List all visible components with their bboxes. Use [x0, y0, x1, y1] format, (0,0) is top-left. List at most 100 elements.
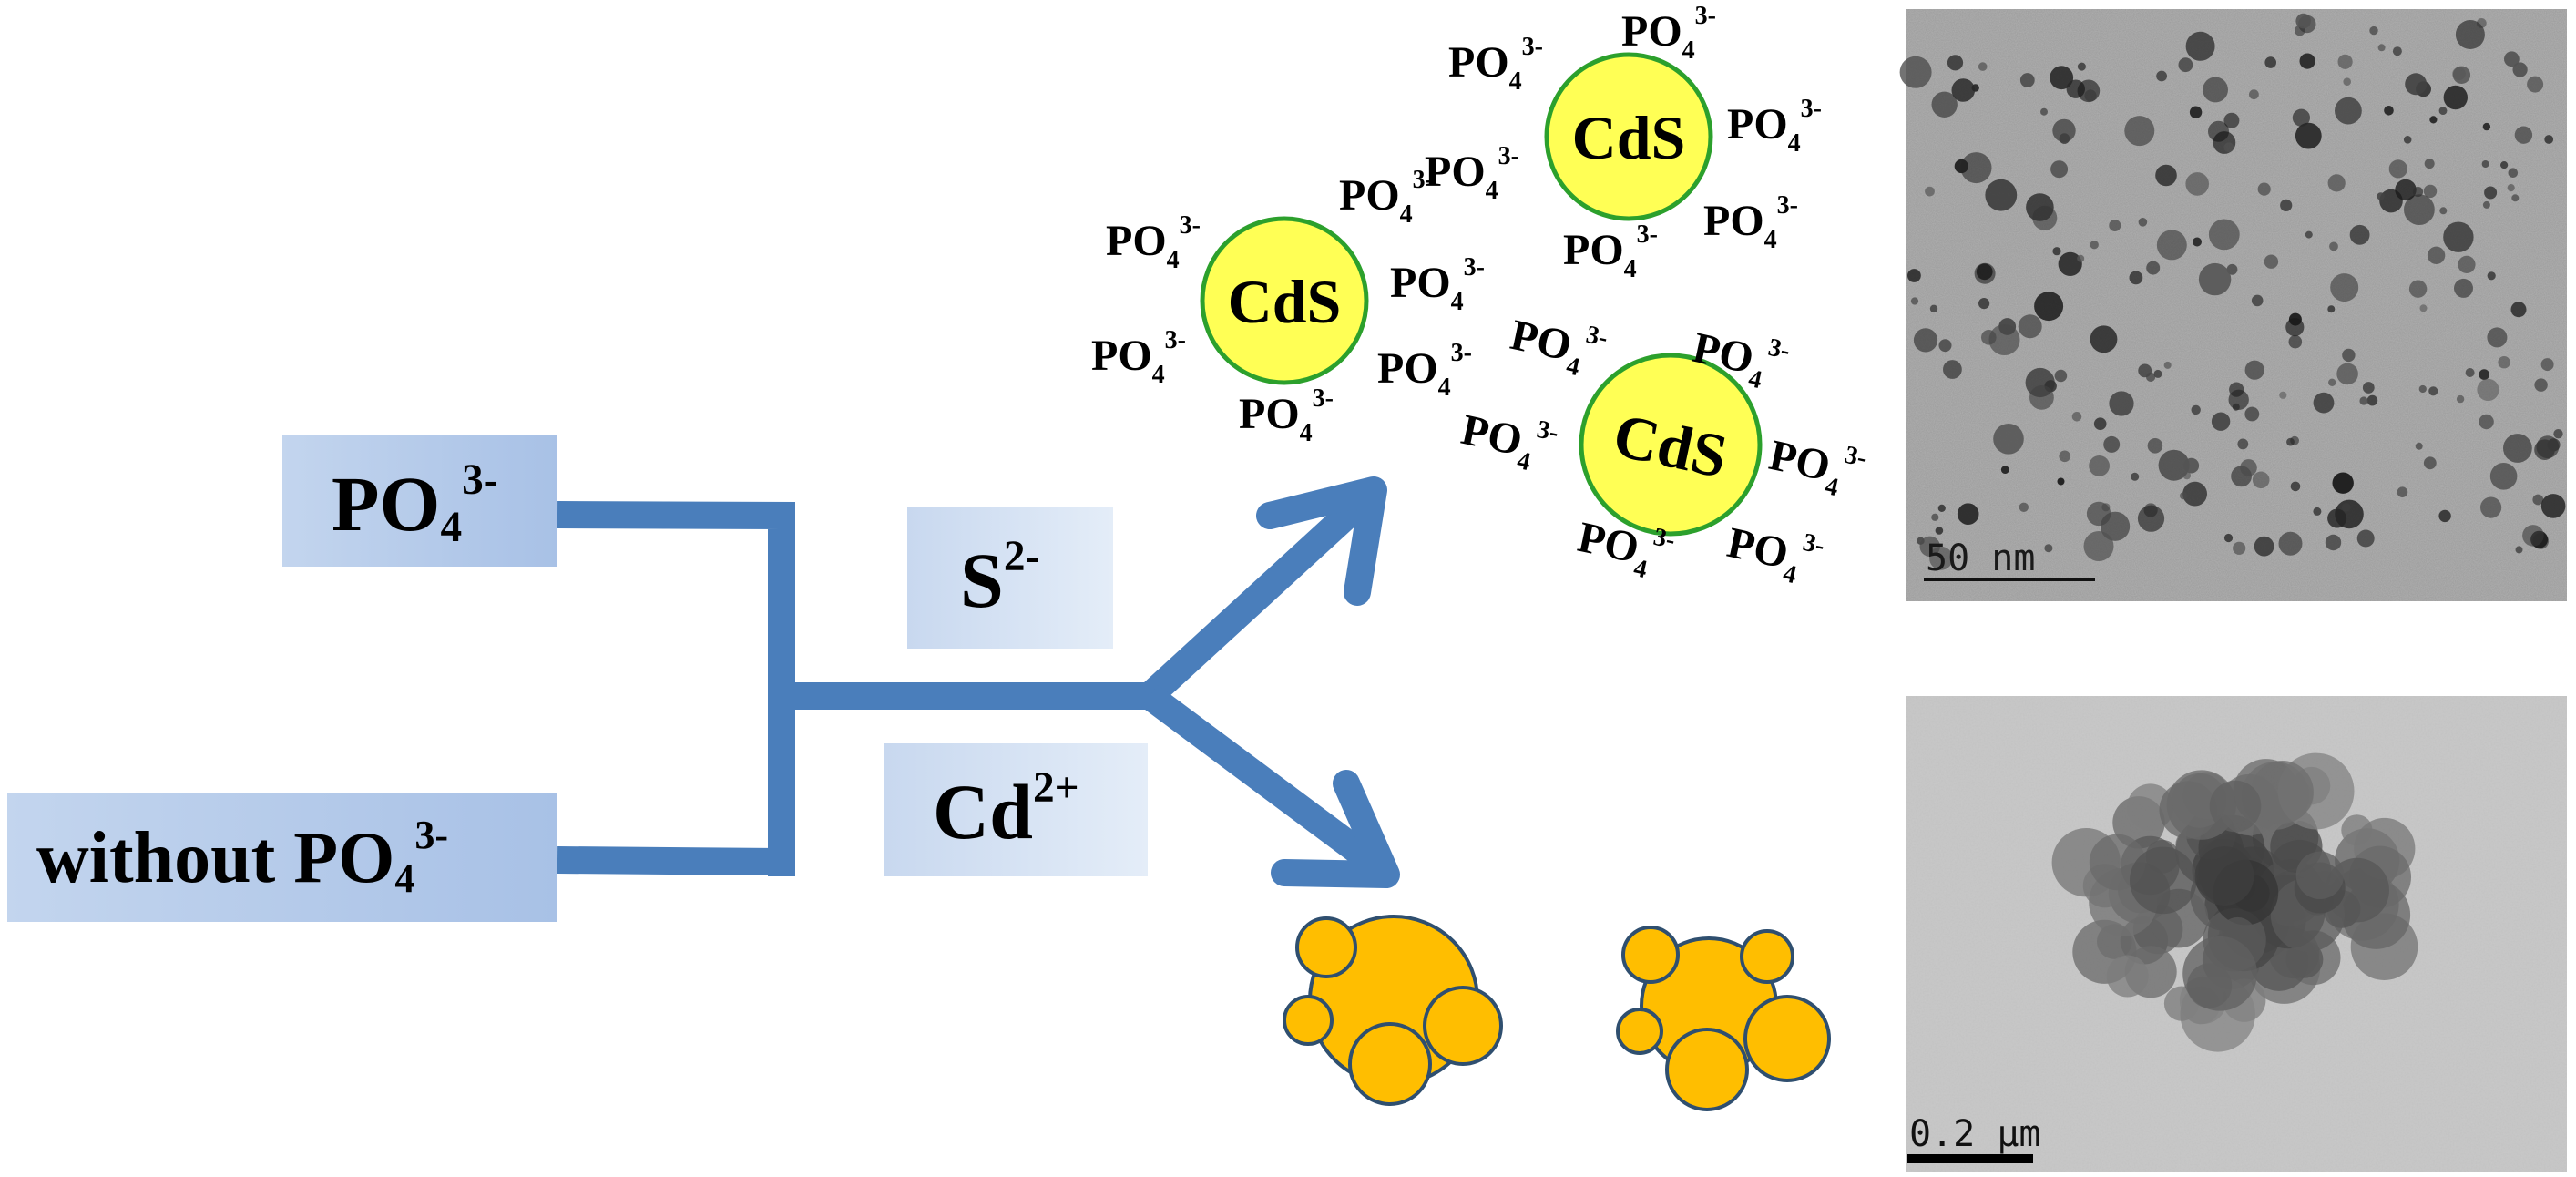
tem-dot: [2103, 435, 2121, 453]
tem-dot: [2191, 404, 2201, 415]
aggregate-blob: [1348, 1022, 1432, 1106]
tem-dot: [2482, 200, 2490, 209]
tem-dot: [2059, 133, 2070, 144]
tem-dot: [2279, 391, 2287, 399]
tem-dot: [2083, 531, 2114, 561]
tem-dot: [2455, 20, 2485, 49]
tem-dot: [2254, 536, 2274, 557]
tem-dot: [2185, 172, 2209, 196]
tem-dot: [2424, 159, 2435, 169]
tem-dot: [2029, 385, 2054, 410]
tem-dot: [2479, 414, 2494, 430]
tem-dot: [2251, 294, 2264, 307]
connector-arrows: [557, 476, 1400, 888]
tem-dot: [2534, 378, 2548, 392]
tem-dot: [2527, 76, 2544, 93]
tem-dot: [2052, 118, 2076, 143]
tem-dot: [2232, 403, 2240, 411]
tem-dot: [2223, 142, 2234, 153]
tem-dot: [1931, 91, 1958, 118]
tem-dot: [2290, 435, 2300, 445]
tem-dot: [2329, 241, 2338, 251]
tem-dot: [2438, 509, 2451, 523]
tem-aggregate-blob: [2295, 851, 2345, 899]
tem-dot: [2223, 533, 2234, 543]
tem-dot: [2369, 26, 2378, 36]
tem-dot: [2366, 394, 2378, 406]
tem-dot: [2156, 230, 2187, 261]
tem-dot: [2504, 51, 2520, 67]
tem-dot: [2057, 477, 2065, 486]
tem-dot: [2071, 412, 2082, 422]
arrow-up-head: [1256, 476, 1387, 606]
ligand-label: PO43-: [1727, 95, 1822, 158]
tem-dot: [2211, 412, 2231, 431]
tem-dot: [2343, 77, 2351, 86]
nanoparticle-2: CdS PO43- PO43- PO43- PO43- PO43- PO43-: [1425, 2, 1822, 283]
tem-dot: [2540, 358, 2554, 372]
sulfide-box: [907, 507, 1113, 649]
tem-dot: [2313, 507, 2322, 516]
tem-dot: [1976, 263, 1993, 281]
ligand-label: PO43-: [1621, 2, 1716, 65]
tem-dot: [2392, 46, 2402, 56]
tem-dot: [2532, 494, 2544, 506]
tem-dot: [2487, 271, 2496, 281]
tem-dot: [2059, 450, 2070, 463]
tem-dot: [2536, 435, 2560, 459]
tem-dot: [1913, 328, 1938, 353]
tem-dot: [2044, 544, 2053, 553]
tem-dot: [2427, 246, 2446, 264]
tem-micrograph-bottom: 0.2 μm: [1906, 696, 2567, 1172]
arrow-down-shaft: [1141, 684, 1385, 877]
tem-dot: [2280, 199, 2293, 211]
tem-aggregate-blob: [2106, 955, 2149, 998]
tem-dot: [2377, 192, 2385, 200]
nanoparticle-dots: [1899, 13, 2566, 570]
tem-dot: [2086, 501, 2111, 527]
tem-dot: [1993, 424, 2024, 455]
tem-dot: [2252, 471, 2270, 489]
tem-aggregate-blob: [2209, 780, 2262, 833]
tem-dot: [2050, 66, 2074, 90]
tem-dot: [2544, 135, 2554, 144]
tem-dot: [1988, 324, 2020, 355]
scale-bar-label-bottom: 0.2 μm: [1909, 1113, 2041, 1155]
ligand-group: PO43- PO43- PO43- PO43- PO43- PO43-: [1091, 166, 1485, 447]
tem-dot: [1947, 55, 1964, 71]
tem-dot: [2429, 116, 2438, 124]
tem-dot: [2438, 107, 2448, 115]
tem-dot: [2325, 534, 2342, 551]
tem-dot: [2223, 112, 2240, 128]
tem-dot: [2456, 394, 2465, 404]
tem-dot: [1978, 298, 1990, 310]
nanoparticle-core: [1544, 52, 1713, 221]
aggregate-blob: [1295, 916, 1357, 978]
tem-dot: [2332, 472, 2354, 494]
aggregate-2: [1616, 926, 1831, 1111]
tem-dot: [2337, 54, 2353, 69]
ligand-label: PO43-: [1505, 305, 1610, 386]
tem-dot: [2522, 525, 2544, 547]
tem-dot: [2155, 164, 2177, 187]
tem-dot: [2327, 305, 2336, 313]
phosphate-box: [282, 435, 557, 567]
aggregate-blob: [1743, 995, 1831, 1082]
tem-dot: [2090, 241, 2099, 250]
tem-dot: [2335, 97, 2362, 125]
tem-dot: [1931, 513, 1939, 521]
tem-dot: [2034, 292, 2064, 322]
tem-dot: [2356, 529, 2375, 548]
tem-dot: [2295, 122, 2322, 149]
tem-aggregate-blob: [2250, 761, 2314, 824]
tem-dot: [2089, 455, 2111, 476]
tem-dot: [2507, 184, 2515, 192]
tem-dot: [2249, 89, 2259, 100]
tem-dot: [1985, 179, 2018, 211]
tem-dot: [2153, 369, 2162, 378]
tem-dot: [2428, 386, 2438, 396]
tem-dot: [2423, 184, 2438, 199]
cds-label: CdS: [1228, 267, 1342, 336]
tem-dot: [1899, 56, 1932, 88]
